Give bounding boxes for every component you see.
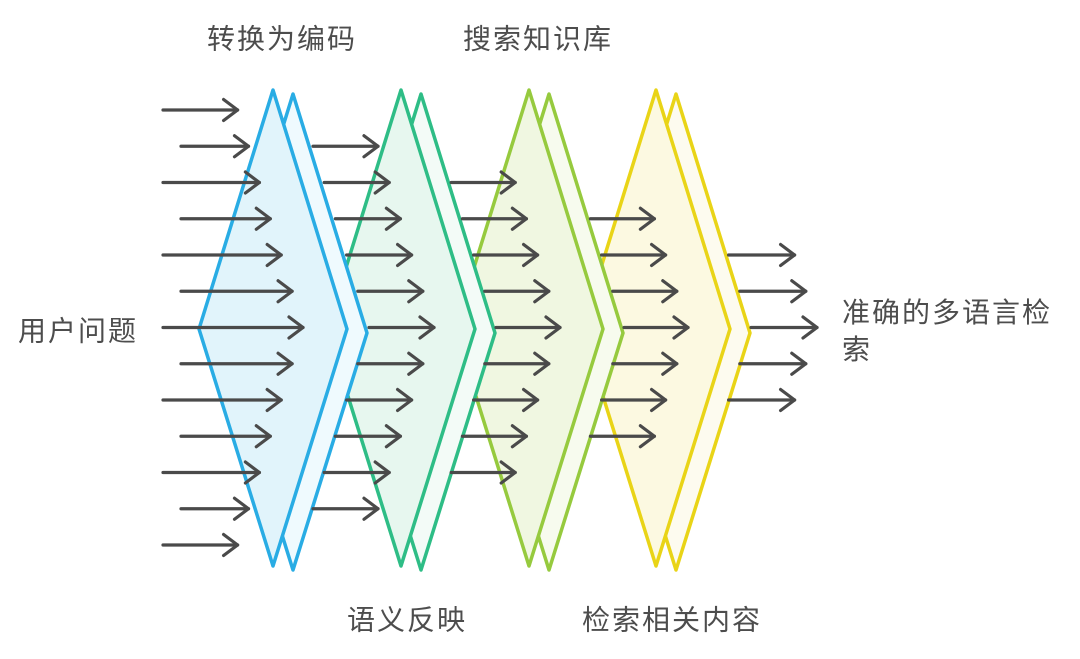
after-layer-1-head xyxy=(362,134,380,159)
after-layer-1-head xyxy=(396,387,414,413)
output-arrows-head xyxy=(779,242,797,268)
after-layer-1-head xyxy=(407,279,425,304)
after-layer-3-head xyxy=(638,424,656,449)
after-layer-2-head xyxy=(499,460,517,485)
label-convert-to-encoding: 转换为编码 xyxy=(206,23,358,55)
after-layer-1-head xyxy=(418,315,436,340)
after-layer-1-head xyxy=(362,496,380,521)
after-layer-3-head xyxy=(672,315,690,340)
after-layer-1-head xyxy=(384,206,402,231)
after-layer-3-head xyxy=(638,206,656,231)
after-layer-2-head xyxy=(544,315,562,340)
after-layer-1-head xyxy=(396,242,414,268)
output-arrows-head xyxy=(790,279,808,304)
label-accurate-multilingual-retrieval-line-1: 准确的多语言检 xyxy=(842,297,1053,328)
after-layer-2-head xyxy=(499,170,517,195)
after-layer-3-head xyxy=(661,279,679,304)
input-arrows-head xyxy=(265,242,283,268)
input-arrows-head xyxy=(276,279,294,304)
label-search-knowledge-base: 搜索知识库 xyxy=(462,23,614,55)
after-layer-2-head xyxy=(533,351,551,376)
after-layer-3-head xyxy=(661,351,679,376)
after-layer-2-head xyxy=(510,206,528,231)
input-arrows-head xyxy=(265,387,283,413)
after-layer-2-head xyxy=(522,387,540,413)
input-arrows-head xyxy=(254,424,272,449)
after-layer-3-head xyxy=(650,387,668,413)
after-layer-3-head xyxy=(650,242,668,268)
after-layer-2-head xyxy=(510,424,528,449)
label-semantic-mapping: 语义反映 xyxy=(346,604,468,636)
after-layer-2-head xyxy=(522,242,540,268)
output-arrows-head xyxy=(801,315,819,340)
after-layer-2-head xyxy=(533,279,551,304)
input-arrows-head xyxy=(222,532,240,558)
input-arrows-head xyxy=(232,134,251,159)
after-layer-1-head xyxy=(384,424,402,449)
after-layer-1-head xyxy=(373,460,391,485)
after-layer-1-head xyxy=(373,170,391,195)
input-arrows-head xyxy=(287,315,305,340)
after-layer-1-head xyxy=(407,351,425,376)
input-arrows-head xyxy=(243,460,261,485)
output-arrows-head xyxy=(779,387,797,413)
input-arrows-head xyxy=(243,170,261,195)
label-user-question: 用户问题 xyxy=(18,315,139,347)
input-arrows-head xyxy=(232,496,251,521)
output-arrows-head xyxy=(790,351,808,376)
label-accurate-multilingual-retrieval: 准确的多语言检 索 xyxy=(842,294,1052,368)
input-arrows-head xyxy=(222,97,240,123)
input-arrows-head xyxy=(276,351,294,376)
label-retrieve-relevant-content: 检索相关内容 xyxy=(581,604,763,636)
input-arrows-head xyxy=(254,206,272,231)
label-accurate-multilingual-retrieval-line-2: 索 xyxy=(842,334,873,365)
